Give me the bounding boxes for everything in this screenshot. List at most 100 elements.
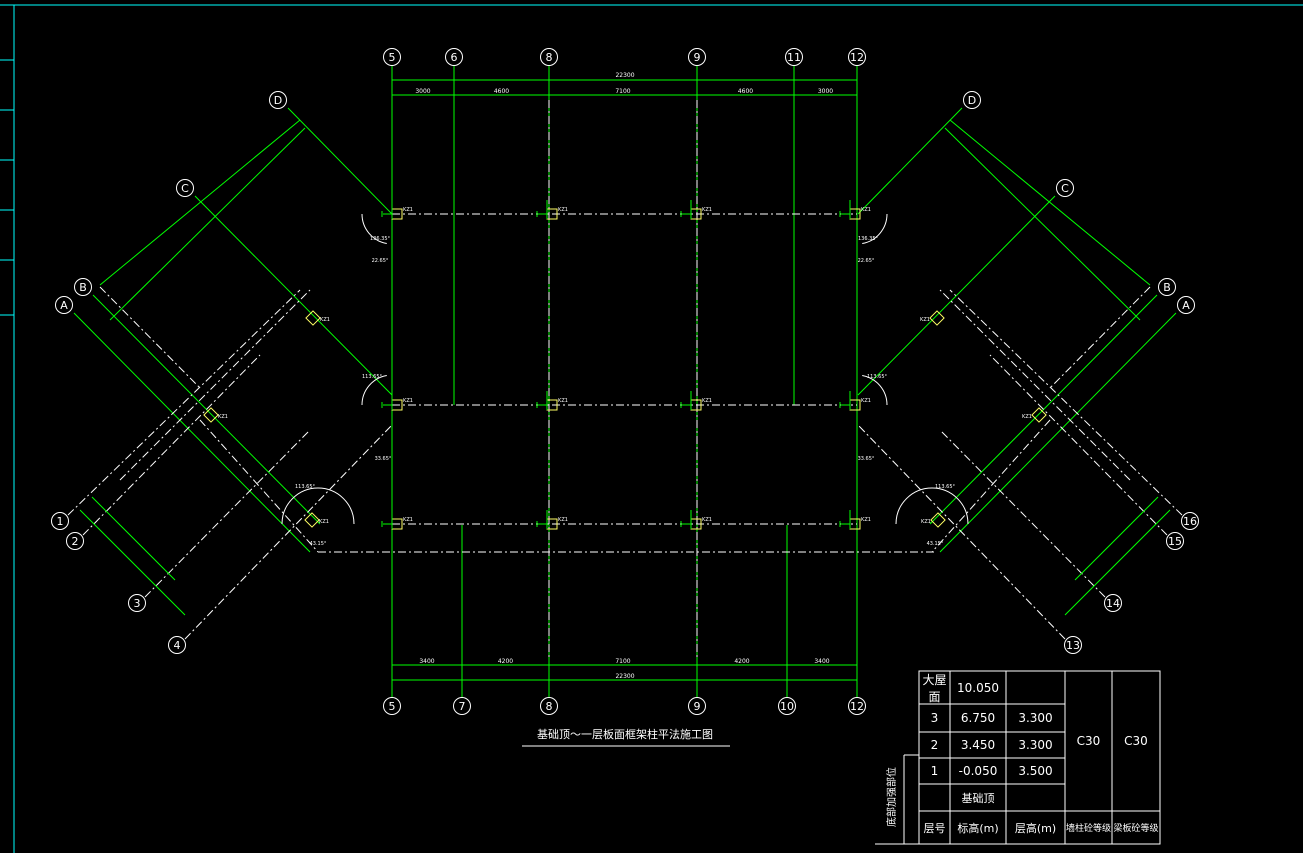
dim-total-bottom: 22300 [615, 673, 634, 680]
axis-bubble-circle [128, 594, 146, 612]
dim-total-top: 22300 [615, 72, 634, 79]
column-outline [929, 310, 945, 326]
dim-segment-top: 7100 [615, 88, 630, 95]
axis-bubble-wing: B [1158, 278, 1176, 296]
column: KZ1 [680, 510, 712, 530]
angle-label: 33.65° [375, 456, 392, 462]
wing-dim-line [949, 119, 1151, 286]
axis-bubble-circle [66, 532, 84, 550]
wing-beam [99, 286, 201, 389]
wing-axis-line [857, 107, 963, 215]
axis-label: 1 [57, 515, 64, 528]
table-row-elev: 6.750 [960, 711, 996, 725]
angle-label: 22.65° [372, 258, 389, 264]
axis-label: C [1061, 182, 1069, 195]
wing-dim-line [91, 496, 176, 581]
axis-label: B [1163, 281, 1171, 294]
table-row-floor: 3 [930, 711, 939, 725]
axis-label: 8 [546, 51, 553, 64]
axis-bubble-wing: 15 [1166, 532, 1184, 550]
wing-axis-line [949, 289, 1183, 516]
axis-bubble-top: 11 [785, 48, 803, 66]
column: KZ1 [536, 510, 568, 530]
wing-axis-line [67, 289, 301, 516]
column-outline [203, 407, 219, 423]
angle-label: 43.15° [310, 541, 327, 547]
axis-bubble-wing: D [269, 91, 287, 109]
table-row-floor: 大屋面 [922, 672, 947, 704]
wing-column: KZ1 [203, 407, 228, 423]
column-outline [305, 310, 321, 326]
dim-segment-bottom: 7100 [615, 658, 630, 665]
column-label: KZ1 [218, 414, 228, 420]
table-header-col: 墙柱砼等级 [1065, 824, 1111, 834]
axis-label: 14 [1106, 597, 1120, 610]
column-label: KZ1 [861, 517, 871, 523]
axis-bubble-top: 9 [688, 48, 706, 66]
axis-bubble-circle [1166, 532, 1184, 550]
dim-segment-top: 4600 [738, 88, 753, 95]
axis-label: 9 [694, 700, 701, 713]
angle-label: 136.35° [858, 236, 878, 242]
table-row-height: 3.300 [1018, 711, 1053, 725]
wing-column: KZ1 [304, 512, 329, 528]
axis-label: 8 [546, 700, 553, 713]
angle-arc [862, 374, 888, 406]
column-label: KZ1 [558, 207, 568, 213]
axis-bubble-wing: A [55, 296, 73, 314]
column: KZ1 [381, 200, 413, 220]
column-label: KZ1 [1022, 414, 1032, 420]
table-header-floor: 层号 [923, 821, 946, 835]
angle-arc [862, 213, 888, 245]
wing-axis-line [857, 195, 1056, 396]
wing-axis-line [73, 312, 311, 553]
wing-beam [939, 289, 1131, 481]
main-grid [318, 66, 935, 697]
axis-bubble-wing: B [74, 278, 92, 296]
axis-bubble-circle [540, 697, 558, 715]
wing-axis-line [939, 429, 1106, 598]
column-label: KZ1 [702, 517, 712, 523]
wing-axis-line [939, 312, 1177, 553]
axis-label: 15 [1168, 535, 1182, 548]
table-row-floor: 2 [930, 738, 939, 752]
axis-label: 4 [174, 639, 181, 652]
table-header-elev: 标高(m) [957, 821, 999, 835]
dim-segment-top: 3000 [415, 88, 430, 95]
column-outline [930, 512, 946, 528]
table-beam-grade: C30 [1124, 734, 1148, 748]
axis-bubble-circle [445, 48, 463, 66]
wing-grids [67, 107, 1183, 640]
axis-bubble-circle [1064, 636, 1082, 654]
dim-segment-bottom: 4200 [734, 658, 749, 665]
column-label: KZ1 [702, 398, 712, 404]
column: KZ1 [680, 391, 712, 411]
axis-bubble-bottom: 12 [848, 697, 866, 715]
drawing-title: 基础顶～一层板面框架柱平法施工图 [537, 727, 713, 741]
axis-bubble-circle [1177, 296, 1195, 314]
column: KZ1 [839, 510, 871, 530]
wing-beam [199, 419, 319, 553]
dim-segment-bottom: 3400 [814, 658, 829, 665]
axis-label: 9 [694, 51, 701, 64]
axis-label: 12 [850, 51, 864, 64]
table-row-height [1006, 671, 1065, 704]
table-row-floor [919, 784, 950, 811]
column-label: KZ1 [558, 398, 568, 404]
wing-axis-line [82, 354, 261, 536]
axis-bubble-circle [963, 91, 981, 109]
column-label: KZ1 [403, 517, 413, 523]
column: KZ1 [381, 391, 413, 411]
axis-label: C [181, 182, 189, 195]
table-row-elev: 10.050 [957, 680, 999, 695]
angle-label: 113.65° [935, 484, 955, 490]
axis-bubble-top: 8 [540, 48, 558, 66]
axis-bubble-circle [168, 636, 186, 654]
axis-bubble-wing: 13 [1064, 636, 1082, 654]
angle-label: 113.65° [295, 484, 315, 490]
angle-label: 136.35° [370, 236, 390, 242]
wing-dim-line [99, 119, 301, 286]
